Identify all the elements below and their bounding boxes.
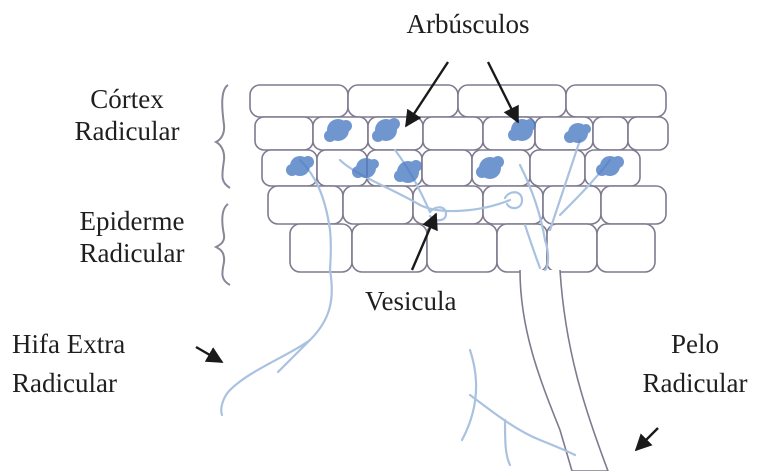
arrow-hifa	[196, 347, 222, 362]
epiderme-brace	[216, 204, 230, 285]
label-cortex-radicular: Córtex Radicular	[52, 83, 202, 147]
label-hifa-line2: Radicular	[12, 367, 125, 399]
label-arbusculos: Arbúsculos	[378, 8, 558, 40]
label-cortex-line2: Radicular	[52, 115, 202, 147]
label-pelo-radicular: Pelo Radicular	[630, 328, 760, 399]
label-pelo-line1: Pelo	[630, 328, 760, 360]
cortex-brace	[216, 85, 230, 188]
label-hifa-line1: Hifa Extra	[12, 328, 125, 360]
epidermis-cells	[268, 186, 666, 272]
label-epiderme-line2: Radicular	[52, 237, 212, 269]
label-epiderme-line1: Epiderme	[52, 205, 212, 237]
label-hifa-extra-radicular: Hifa Extra Radicular	[12, 328, 125, 399]
label-epiderme-radicular: Epiderme Radicular	[52, 205, 212, 269]
root-hair	[520, 270, 608, 471]
label-cortex-line1: Córtex	[52, 83, 202, 115]
label-vesicula: Vesicula	[365, 285, 456, 317]
arrow-pelo	[636, 428, 658, 450]
label-pelo-line2: Radicular	[630, 367, 760, 399]
